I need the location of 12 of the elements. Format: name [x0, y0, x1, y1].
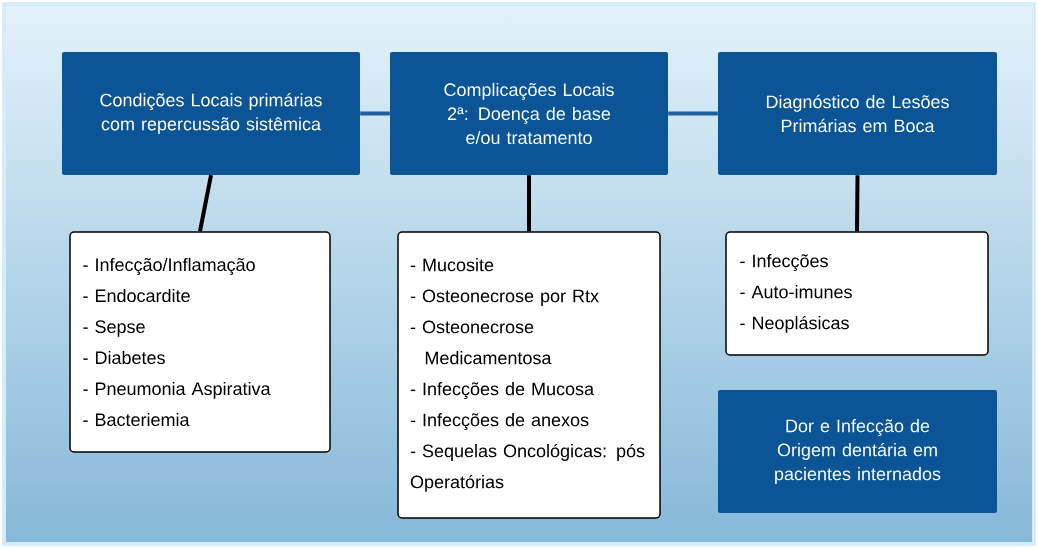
connector-line [668, 111, 718, 116]
list-box: - Infecção/Inflamação - Endocardite - Sepse - Diabetes - Pneumonia Aspirativa - Bacteriemia [69, 231, 331, 453]
list-box: - Infecções - Auto-imunes - Neoplásicas [725, 231, 989, 356]
connector-line [198, 174, 213, 232]
category-box: Diagnóstico de Lesões Primárias em Boca [718, 52, 997, 175]
list-box: - Mucosite - Osteonecrose por Rtx - Osteonecrose Medicamentosa - Infecções de Mucosa - Infecções de anexos - Sequelas Oncológicas: pós Operatórias [397, 231, 661, 519]
connector-line [855, 175, 860, 232]
connector-line [527, 175, 531, 232]
connector-line [360, 111, 390, 116]
category-box: Dor e Infecção de Origem dentária em pacientes internados [718, 390, 997, 513]
category-box: Condições Locais primárias com repercussão sistêmica [62, 52, 360, 175]
category-box: Complicações Locais 2ª: Doença de base e/ou tratamento [390, 52, 668, 175]
